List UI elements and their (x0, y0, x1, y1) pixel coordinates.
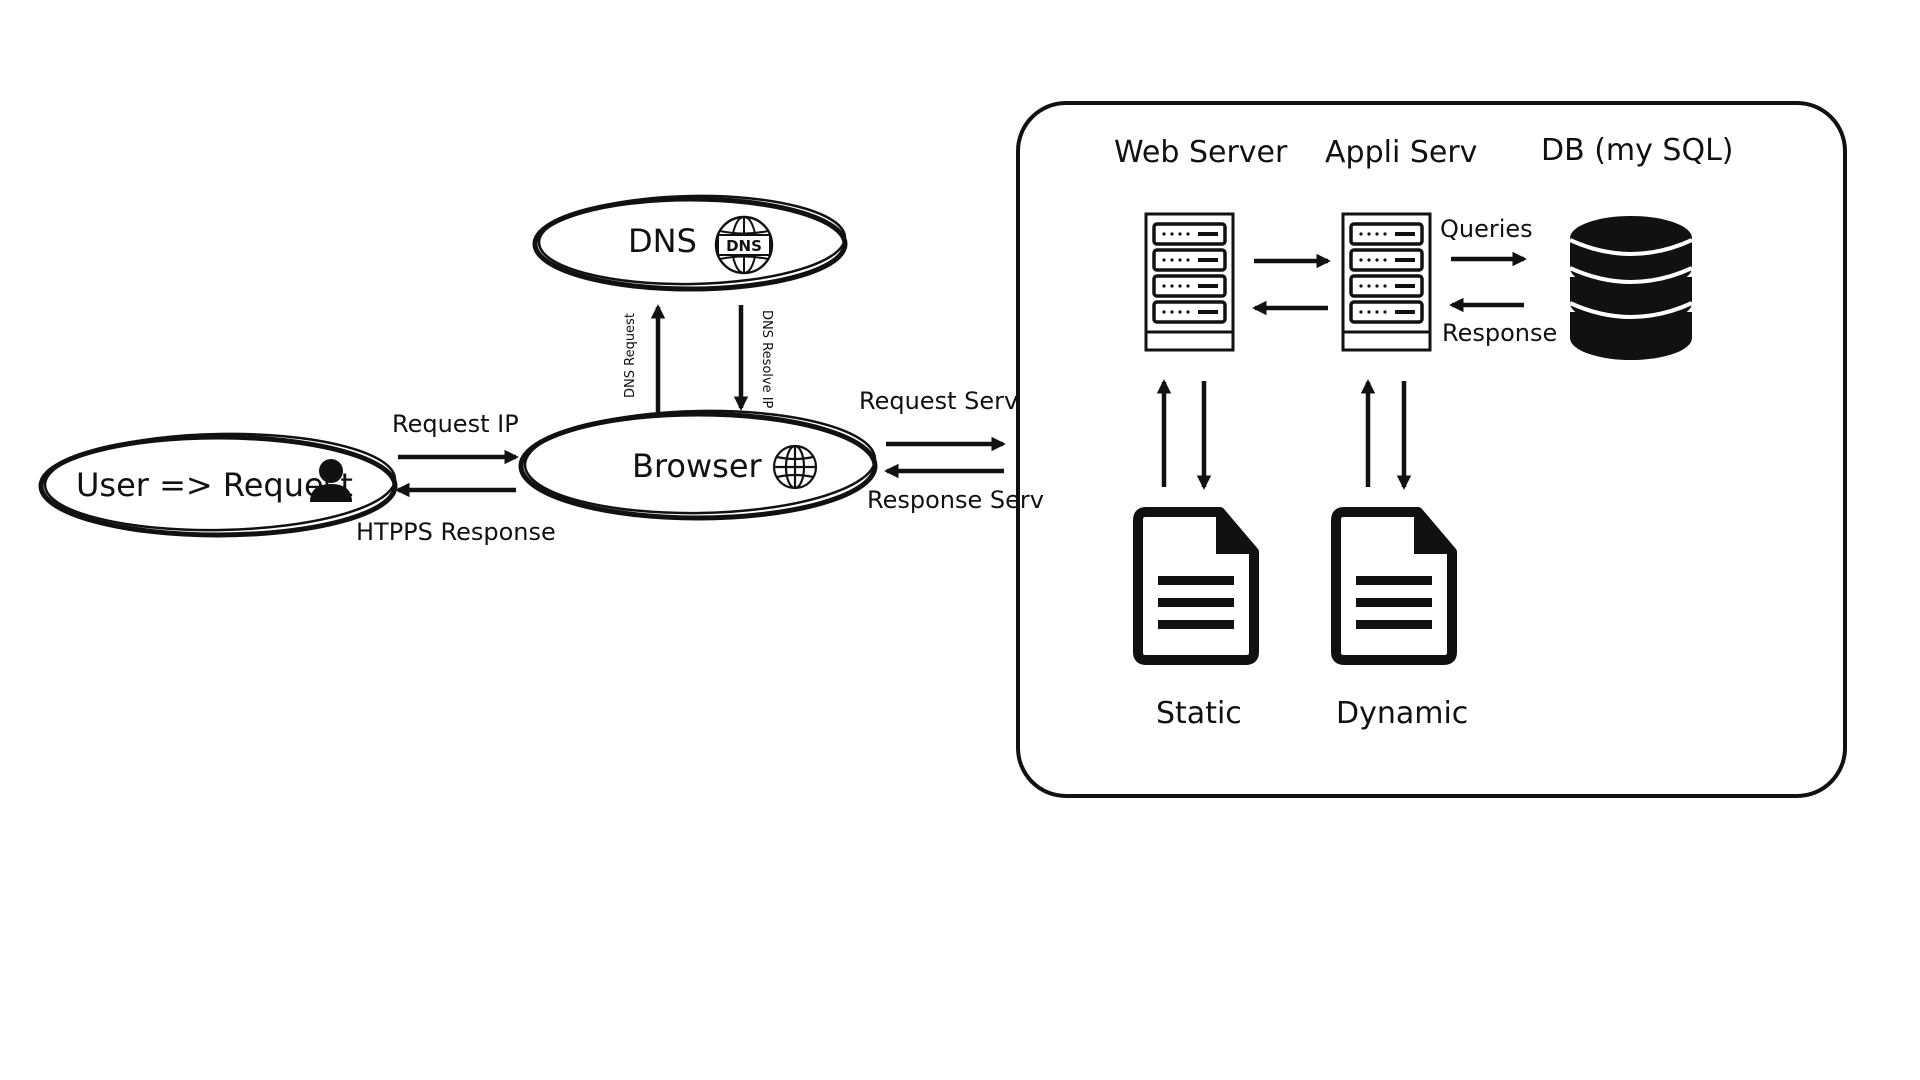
user-node: User => Request (38, 432, 398, 538)
db-label: DB (my SQL) (1541, 133, 1734, 168)
https-response-label: HTPPS Response (356, 518, 556, 546)
edge-https-response: HTPPS Response (356, 482, 556, 546)
user-node-label: User => Request (76, 466, 353, 504)
static-label: Static (1156, 696, 1242, 731)
dns-resolve-label: DNS Resolve IP (759, 310, 774, 409)
dns-node-label: DNS (628, 222, 697, 260)
database-icon (1569, 216, 1693, 360)
edge-response-serv: Response Serv (867, 463, 1044, 514)
dynamic-document-icon (1331, 507, 1457, 665)
dns-globe-icon: DNS (714, 215, 774, 275)
browser-node-label: Browser (632, 447, 763, 485)
edge-dns-request: DNS Request (623, 304, 666, 412)
edge-dns-resolve: DNS Resolve IP (733, 305, 774, 411)
request-serv-label: Request Serv (859, 387, 1018, 415)
request-ip-label: Request IP (392, 410, 519, 438)
edge-queries: Queries (1440, 215, 1533, 267)
static-document-icon (1133, 507, 1259, 665)
browser-node: Browser (518, 409, 878, 521)
db-response-label: Response (1442, 319, 1557, 347)
user-icon (310, 459, 352, 502)
dns-icon-text: DNS (726, 237, 762, 255)
server-box: Web Server Appli Serv DB (my SQL) (1016, 101, 1847, 798)
edge-request-ip: Request IP (392, 410, 519, 465)
dynamic-label: Dynamic (1336, 696, 1468, 731)
edge-request-serv: Request Serv (859, 387, 1018, 452)
globe-icon (772, 444, 818, 490)
appli-serv-label: Appli Serv (1325, 135, 1477, 170)
response-serv-label: Response Serv (867, 486, 1044, 514)
dns-node: DNS DNS (532, 194, 848, 292)
web-server-icon (1144, 212, 1235, 352)
web-server-label: Web Server (1114, 135, 1288, 170)
appli-server-icon (1341, 212, 1432, 352)
dns-request-label: DNS Request (623, 313, 638, 398)
queries-label: Queries (1440, 215, 1533, 243)
edge-db-response: Response (1442, 297, 1557, 347)
